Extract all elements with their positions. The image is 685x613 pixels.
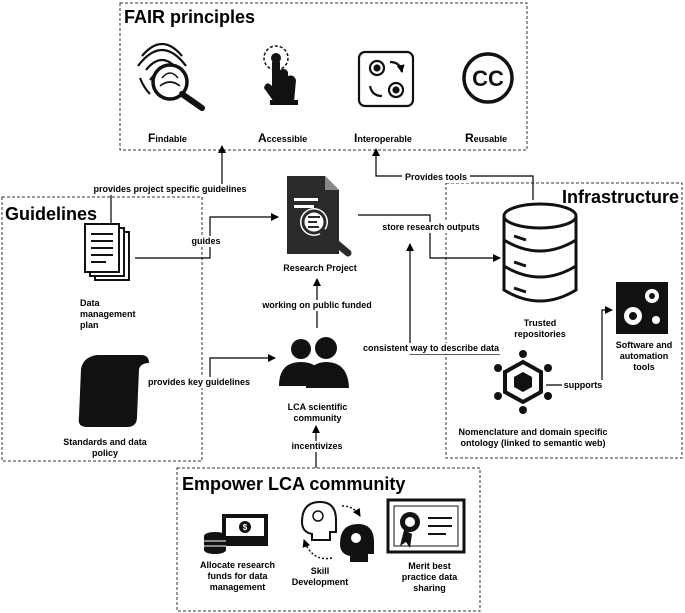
empower-box — [176, 467, 481, 612]
trusted-repos-label: Trusted repositories — [514, 318, 566, 339]
scroll-icon — [78, 355, 149, 427]
guidelines-box — [1, 196, 203, 462]
funds-label: Allocate research funds for data managem… — [199, 560, 276, 592]
svg-text:$: $ — [243, 523, 248, 532]
edge-label-store: store research outputs — [380, 222, 482, 233]
edge-label-provides-project: provides project specific guidelines — [90, 184, 250, 195]
edge-label-working-on: working on public funded — [258, 300, 376, 311]
edge-label-provides-tools: Provides tools — [402, 172, 470, 183]
creative-commons-icon: CC — [462, 52, 514, 104]
fair-principles-box — [119, 2, 528, 151]
lca-community-label: LCA scientific community — [287, 402, 348, 423]
gears-icon — [616, 282, 668, 334]
standards-label: Standards and data policy — [63, 437, 147, 458]
edge-label-consistent: consistent way to describe data — [360, 343, 502, 354]
research-project-label: Research Project — [283, 263, 357, 273]
guidelines-title: Guidelines — [5, 204, 98, 224]
database-icon — [502, 202, 578, 303]
software-label: Software and automation tools — [615, 340, 673, 372]
edge-label-incentivizes: incentivizes — [290, 441, 344, 452]
hexagon-network-icon — [494, 350, 552, 414]
edge-label-guides: guides — [190, 236, 222, 247]
infrastructure-box — [445, 182, 683, 459]
dmp-label: Data management plan — [80, 298, 136, 330]
gears-cycle-icon — [357, 50, 415, 108]
touch-hand-icon — [263, 45, 298, 105]
infrastructure-title: Infrastructure — [562, 187, 680, 207]
fair-findable-label: Findable — [148, 131, 187, 145]
money-stack-icon: $ — [204, 514, 268, 554]
certificate-icon — [386, 498, 466, 554]
edge-consistent — [406, 243, 500, 355]
fair-reusable-label: Reusable — [465, 131, 508, 145]
document-stack-icon — [84, 223, 130, 281]
fair-accessible-label: Accessible — [258, 131, 308, 145]
ontology-label: Nomenclature and domain specific ontolog… — [458, 427, 608, 448]
document-search-icon — [287, 176, 352, 257]
fair-principles-title: FAIR principles — [124, 7, 256, 27]
edge-store — [358, 214, 501, 262]
fair-interoperable-label: Interoperable — [354, 131, 412, 145]
empower-title: Empower LCA community — [182, 474, 406, 494]
lightbulb-head-icon — [300, 500, 374, 562]
people-icon — [279, 337, 349, 388]
edge-label-supports: supports — [562, 380, 604, 391]
skill-label: Skill Development — [291, 566, 349, 587]
edge-label-provides-key: provides key guidelines — [144, 377, 254, 388]
svg-text:CC: CC — [472, 66, 504, 91]
fingerprint-search-icon — [137, 42, 205, 111]
merit-label: Merit best practice data sharing — [401, 561, 458, 593]
